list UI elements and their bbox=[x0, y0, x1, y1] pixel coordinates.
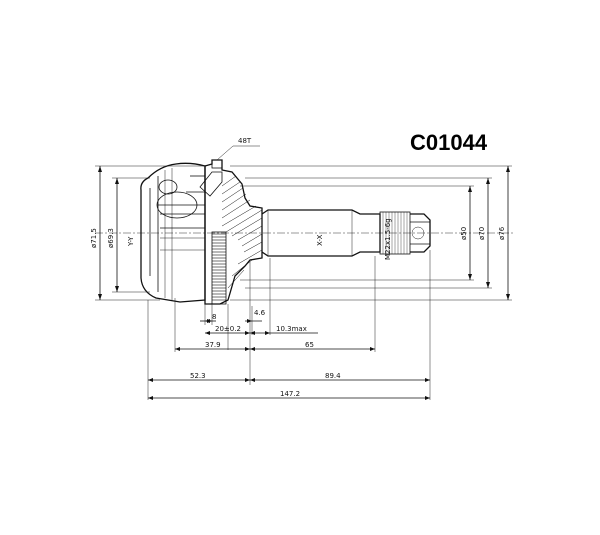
left-diameter-dims: ø71.5 ø69.3 bbox=[90, 165, 205, 301]
axle-shaft bbox=[261, 209, 431, 257]
dim-d-outer: ø71.5 bbox=[90, 228, 98, 248]
dim-l10-3: 10.3max bbox=[276, 325, 307, 333]
spline-count-callout: 48T bbox=[216, 137, 260, 161]
section-y-label: Y-Y bbox=[127, 236, 135, 247]
dim-l147-2: 147.2 bbox=[280, 390, 300, 398]
part-number-title: C01044 bbox=[410, 130, 488, 155]
outer-bell-housing bbox=[140, 162, 223, 303]
abs-tone-ring bbox=[211, 231, 227, 305]
spline-count-label: 48T bbox=[238, 137, 252, 145]
dim-l4-6: 4.6 bbox=[254, 309, 266, 317]
dim-l37-9: 37.9 bbox=[205, 341, 221, 349]
section-x-label: X-X bbox=[316, 234, 324, 246]
hatched-stem-section bbox=[204, 159, 263, 305]
dim-l89-4: 89.4 bbox=[325, 372, 341, 380]
right-diameter-dims: ø50 ø70 ø76 bbox=[230, 165, 512, 301]
hatch-lines bbox=[221, 175, 263, 289]
dim-l8: 8 bbox=[212, 313, 216, 321]
dim-d70: ø70 bbox=[478, 227, 486, 240]
dim-d76: ø76 bbox=[498, 226, 506, 240]
dim-l52-3: 52.3 bbox=[190, 372, 206, 380]
dim-d-bell: ø69.3 bbox=[107, 228, 115, 248]
dim-d50: ø50 bbox=[460, 227, 468, 240]
thread-spec-label: M22x1.5-6g bbox=[384, 218, 392, 260]
dim-l65: 65 bbox=[305, 341, 314, 349]
bottom-length-dims: 8 4.6 20±0.2 10.3max 37.9 65 52.3 89.4 bbox=[147, 250, 431, 400]
dim-l20: 20±0.2 bbox=[215, 325, 241, 333]
